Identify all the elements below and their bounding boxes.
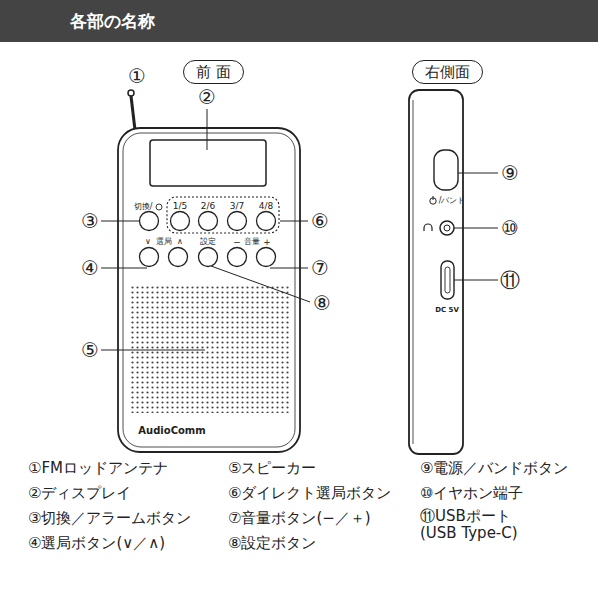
- button-label: −: [233, 237, 241, 247]
- button-label: ∧: [177, 237, 183, 246]
- button: [199, 212, 218, 231]
- part-name: ①FMロッドアンテナ: [28, 460, 168, 477]
- headphone-icon: [424, 224, 432, 231]
- button-label: ∨: [145, 237, 151, 246]
- button-label: 1/5: [173, 201, 187, 211]
- callout-number: ③: [81, 210, 99, 233]
- leader-line: [101, 268, 147, 269]
- antenna-tip: [128, 90, 134, 96]
- title-band: [0, 0, 598, 42]
- callout-number: ⑧: [313, 292, 331, 315]
- usb-port: [441, 261, 454, 299]
- callout-number: ⑪: [500, 269, 520, 292]
- leader-line: [458, 173, 498, 174]
- button: [228, 212, 247, 231]
- radio-bezel: [123, 133, 295, 447]
- leader-line: [454, 280, 498, 281]
- callout-number: ⑤: [81, 339, 99, 362]
- button-label: 2/6: [201, 201, 215, 211]
- part-name: ⑩イヤホン端子: [420, 485, 523, 502]
- speaker-grille: [130, 285, 290, 413]
- leader-line: [101, 350, 205, 351]
- section-title: 各部の名称: [70, 10, 155, 33]
- button-label: +: [263, 237, 271, 247]
- callout-number: ④: [81, 257, 99, 280]
- port-label: DC 5V: [435, 306, 459, 314]
- leader-line: [101, 221, 139, 222]
- callout-number: ⑩: [501, 217, 519, 240]
- earphone-jack: [444, 225, 450, 231]
- part-name: ⑥ダイレクト選局ボタン: [228, 485, 391, 502]
- button: [228, 248, 247, 267]
- part-name: ⑪USBポート (USB Type-C): [420, 508, 550, 543]
- button: [257, 212, 276, 231]
- view-label-pill: 右側面: [412, 60, 483, 84]
- leader-line: [280, 221, 308, 222]
- leader-line: [207, 109, 208, 150]
- usb-port: [445, 267, 450, 293]
- callout-number: ⑨: [501, 162, 519, 185]
- radio-side: [409, 90, 463, 454]
- callout-number: ⑦: [311, 257, 329, 280]
- button: [199, 248, 218, 267]
- button-label: /バンド: [439, 196, 466, 205]
- part-name: ⑧設定ボタン: [228, 535, 316, 552]
- part-name: ③切換／アラームボタン: [28, 510, 191, 527]
- radio-body: [118, 128, 300, 452]
- display: [150, 140, 266, 186]
- button-label: 設定: [200, 237, 216, 246]
- part-name: ②ディスプレイ: [28, 485, 131, 502]
- view-label: 右側面: [425, 63, 470, 81]
- button: [257, 248, 276, 267]
- leader-line: [454, 228, 498, 229]
- button-label: 3/7: [230, 201, 244, 211]
- button-label: 音量: [244, 237, 260, 246]
- leader-line: [270, 268, 308, 269]
- button: [140, 248, 159, 267]
- button-label: 選局: [156, 237, 172, 246]
- button-label: 切換/: [134, 202, 153, 211]
- callout-number: ②: [198, 86, 216, 109]
- view-label-pill: 前 面: [183, 60, 244, 84]
- part-name: ⑨電源／バンドボタン: [420, 460, 568, 477]
- button: [171, 212, 190, 231]
- earphone-jack: [440, 221, 454, 235]
- leader-line: [211, 266, 310, 302]
- part-name: ④選局ボタン(∨／∧): [28, 535, 165, 552]
- part-name: ⑦音量ボタン(−／＋): [228, 510, 371, 527]
- callout-number: ⑥: [311, 210, 329, 233]
- view-label: 前 面: [196, 63, 231, 81]
- rod-antenna: [131, 96, 135, 130]
- button: [140, 212, 159, 231]
- button-label: 4/8: [259, 201, 273, 211]
- brand-logo: AudioComm: [138, 425, 205, 437]
- part-name: ⑤スピーカー: [228, 460, 316, 477]
- button: [169, 248, 188, 267]
- power-button: [434, 150, 458, 190]
- preset-group: [167, 197, 279, 233]
- alarm-icon: [156, 204, 162, 210]
- power-icon: [433, 196, 434, 200]
- callout-number: ①: [128, 65, 146, 88]
- side-seam: [413, 100, 414, 444]
